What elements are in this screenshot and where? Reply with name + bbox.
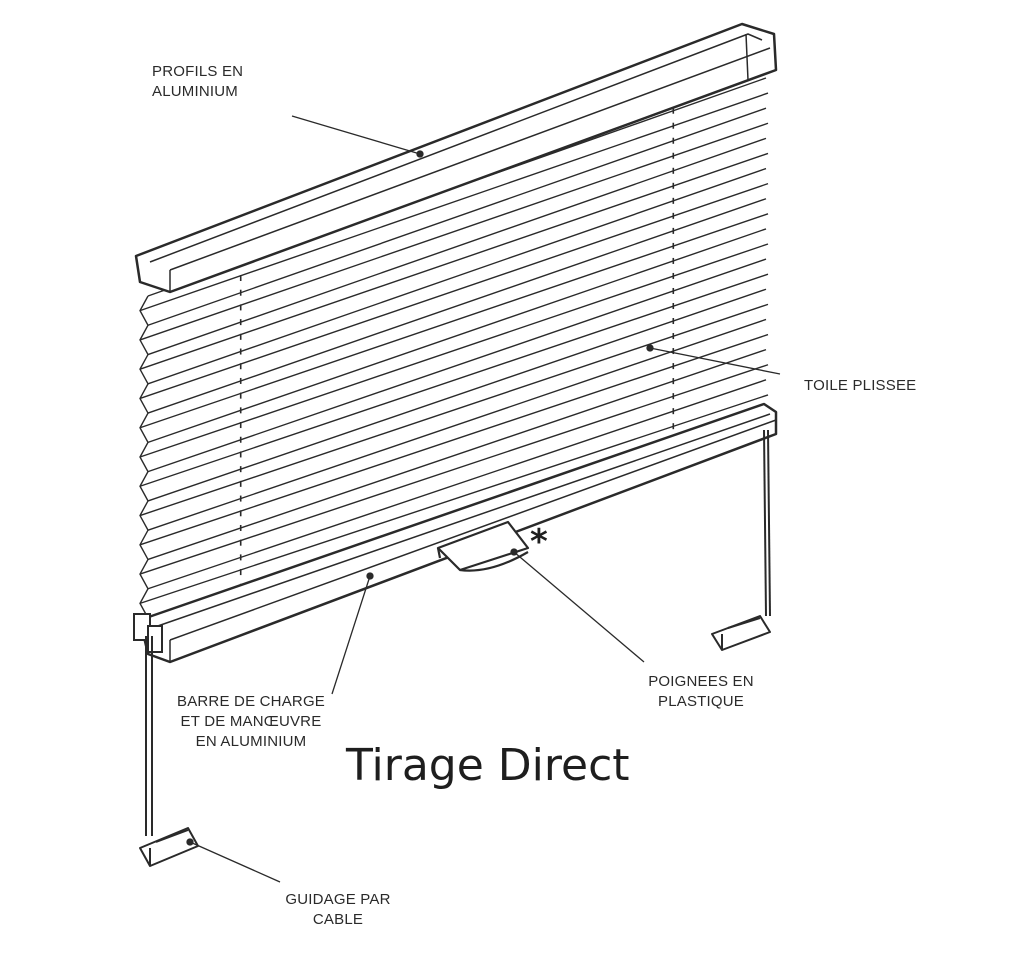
pleat-line bbox=[147, 107, 767, 326]
pleat-line bbox=[139, 333, 769, 546]
label-bottom-bar-line-1: BARRE DE CHARGE bbox=[176, 693, 326, 710]
label-fabric-line-1: TOILE PLISSEE bbox=[804, 377, 917, 394]
pleat-line bbox=[147, 228, 767, 444]
label-profiles: PROFILS EN ALUMINIUM bbox=[152, 62, 243, 102]
pleat-line bbox=[139, 273, 769, 487]
pleat-line bbox=[147, 318, 767, 531]
pleat-line bbox=[147, 137, 767, 356]
pleat-line bbox=[147, 198, 767, 414]
handle-marker: * bbox=[530, 522, 548, 562]
label-cable-line-2: CABLE bbox=[312, 911, 364, 928]
pleat-line bbox=[139, 243, 769, 458]
pleat-line bbox=[139, 213, 769, 429]
plastic-handle bbox=[436, 520, 530, 572]
pleat-line bbox=[139, 303, 769, 517]
pleat-line bbox=[147, 288, 767, 502]
label-profiles-line-1: PROFILS EN bbox=[152, 63, 244, 80]
label-handles: POIGNEES EN PLASTIQUE bbox=[626, 672, 776, 712]
label-bottom-bar: BARRE DE CHARGE ET DE MANŒUVRE EN ALUMIN… bbox=[156, 692, 346, 752]
bottom-bar bbox=[138, 402, 778, 664]
pleat-line bbox=[139, 92, 769, 312]
label-profiles-line-2: ALUMINIUM bbox=[152, 83, 238, 100]
diagram-title: Tirage Direct bbox=[346, 740, 630, 791]
label-cable: GUIDAGE PAR CABLE bbox=[268, 890, 408, 930]
pleat-line bbox=[139, 394, 769, 605]
label-bottom-bar-line-2: ET DE MANŒUVRE bbox=[180, 713, 322, 730]
label-handles-line-1: POIGNEES EN bbox=[648, 673, 754, 690]
leader-lines bbox=[186, 115, 781, 883]
cable-anchor-right bbox=[711, 615, 771, 651]
pleat-line bbox=[139, 152, 769, 370]
pleat-left-edge bbox=[139, 295, 149, 619]
pleat-line bbox=[147, 348, 767, 561]
guide-cables bbox=[145, 429, 771, 836]
top-rail bbox=[134, 22, 778, 294]
pleat-line bbox=[139, 182, 769, 400]
cable-anchor-left bbox=[139, 827, 199, 867]
label-cable-line-1: GUIDAGE PAR bbox=[285, 891, 391, 908]
pleat-line bbox=[147, 167, 767, 385]
pleat-line bbox=[147, 379, 767, 590]
label-handles-line-2: PLASTIQUE bbox=[658, 693, 744, 710]
pleat-line bbox=[139, 364, 769, 575]
pleat-line bbox=[139, 122, 769, 341]
pleat-line bbox=[147, 258, 767, 473]
label-fabric: TOILE PLISSEE bbox=[804, 376, 916, 396]
label-bottom-bar-line-3: EN ALUMINIUM bbox=[195, 733, 307, 750]
